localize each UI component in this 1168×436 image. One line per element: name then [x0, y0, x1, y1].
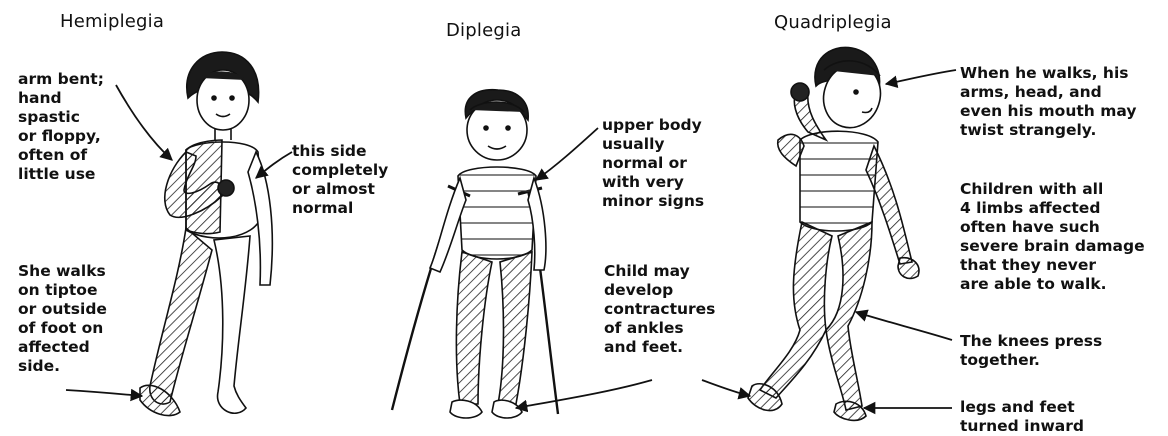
quad-boy-right-leg [826, 222, 872, 410]
note-she-walks: She walks on tiptoe or outside of foot o… [18, 262, 107, 376]
girl-affected-leg [150, 228, 212, 404]
arrow-upper-body [536, 128, 598, 180]
title-diplegia: Diplegia [446, 20, 521, 41]
diplegia-boy-figure [392, 90, 558, 418]
arrow-arm-bent [116, 85, 172, 160]
note-upper-body: upper body usually normal or with very m… [602, 116, 704, 211]
note-twist: When he walks, his arms, head, and even … [960, 64, 1136, 140]
note-contractures: Child may develop contractures of ankles… [604, 262, 715, 357]
arrow-contracture-right [702, 380, 750, 396]
arrow-knees [856, 312, 952, 340]
note-legs-inward: legs and feet turned inward [960, 398, 1084, 436]
note-knees: The knees press together. [960, 332, 1102, 370]
note-arm-bent: arm bent; hand spastic or floppy, often … [18, 70, 104, 184]
arrow-twist [886, 70, 956, 84]
boy-left-leg [456, 252, 492, 404]
boy-right-leg [498, 252, 532, 404]
arrow-tiptoe [66, 390, 142, 396]
hemiplegia-girl-figure [140, 52, 272, 416]
quad-boy-left-leg [760, 222, 832, 398]
girl-normal-leg [214, 236, 250, 413]
note-side-normal: this side completely or almost normal [292, 142, 388, 218]
title-quadriplegia: Quadriplegia [774, 12, 892, 33]
arrow-contracture-left [516, 380, 652, 408]
quad-boy-torso [800, 131, 878, 231]
boy-torso [458, 167, 536, 259]
quadriplegia-boy-figure [748, 47, 919, 420]
note-four-limbs: Children with all 4 limbs affected often… [960, 180, 1145, 294]
title-hemiplegia: Hemiplegia [60, 11, 164, 32]
